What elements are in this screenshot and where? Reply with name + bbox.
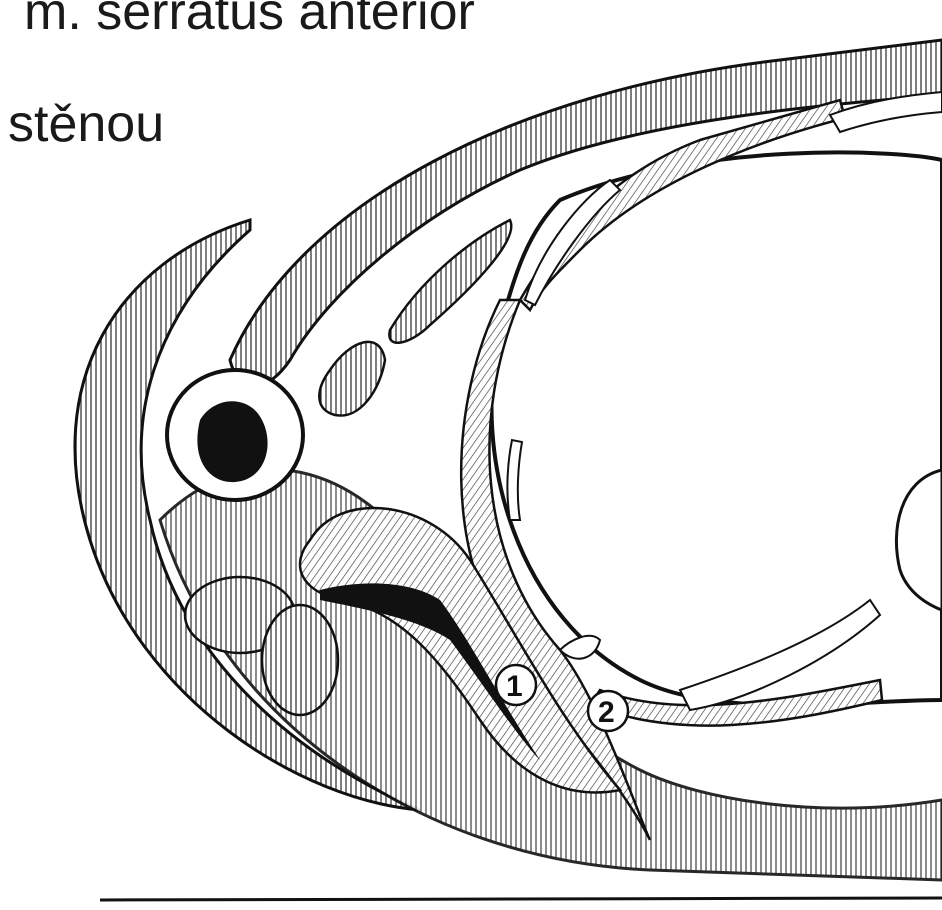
marker-2: 2 <box>588 691 628 731</box>
bottom-rule <box>100 898 942 900</box>
clover-lobe <box>262 605 338 715</box>
marker-1: 1 <box>496 665 536 705</box>
marker-1-label: 1 <box>506 670 523 703</box>
marker-2-label: 2 <box>598 696 615 729</box>
muscle-oval <box>319 342 385 416</box>
humerus-core <box>197 401 267 482</box>
rib-segment <box>560 636 600 659</box>
